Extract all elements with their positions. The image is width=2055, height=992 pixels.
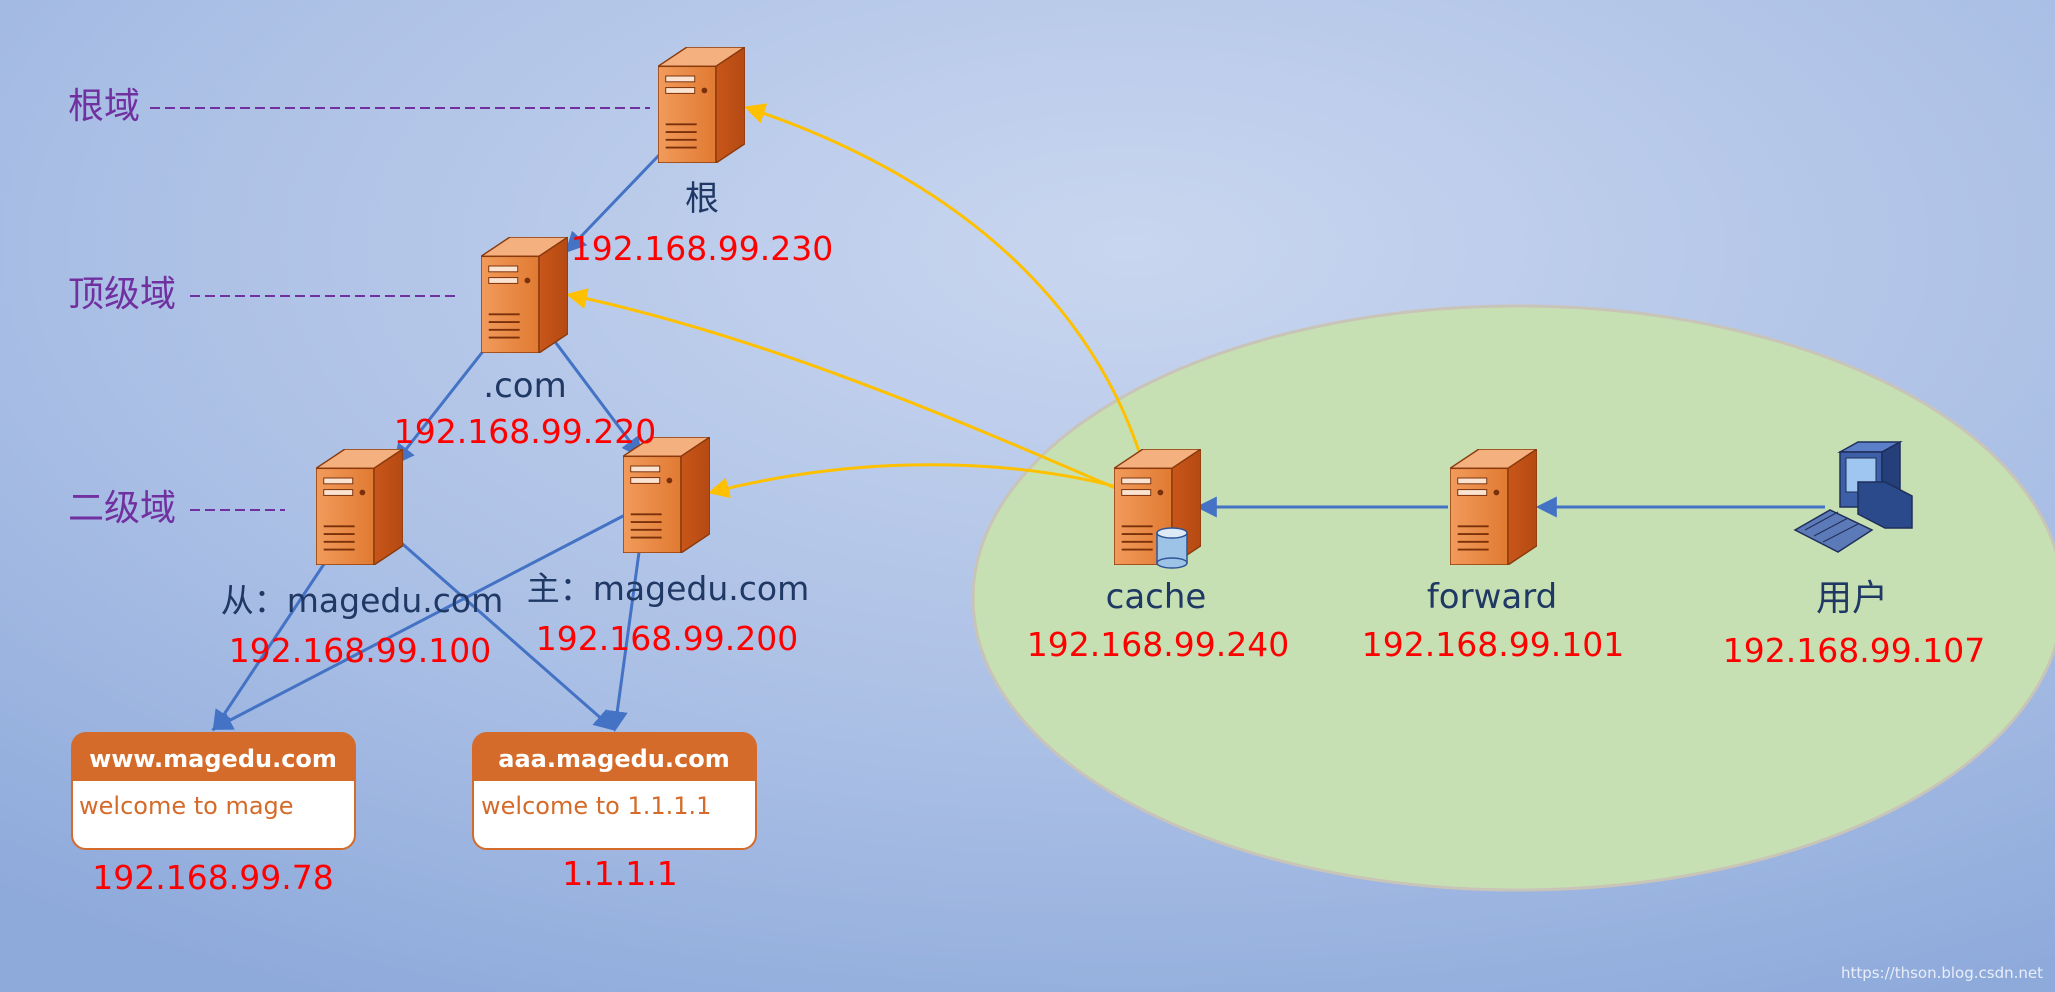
level-label-second: 二级域 [68, 488, 176, 529]
query-cache-to-com [565, 288, 1156, 507]
user-ip: 192.168.99.107 [1723, 631, 1985, 670]
arrow-slave-to-aaa [397, 538, 616, 731]
arrow-master-to-aaa [606, 544, 642, 733]
root-server-icon [658, 47, 745, 163]
master-server-name: 主：magedu.com [527, 569, 809, 608]
www-host-title: www.magedu.com [89, 745, 337, 773]
forward-server-ip: 192.168.99.101 [1362, 625, 1624, 664]
slave-server-ip: 192.168.99.100 [229, 631, 491, 670]
master-server-ip: 192.168.99.200 [536, 619, 798, 658]
www-host-content: welcome to mage [79, 792, 294, 820]
user-name: 用户 [1816, 578, 1888, 619]
com-server-ip: 192.168.99.220 [394, 412, 656, 451]
arrow-com-to-slave [393, 344, 490, 466]
query-cache-to-master [707, 463, 1156, 500]
aaa-host-ip: 1.1.1.1 [562, 854, 677, 893]
www-host-ip: 192.168.99.78 [92, 858, 333, 897]
arrow-slave-to-www [212, 554, 332, 732]
master-server-icon [623, 437, 710, 553]
com-server-name: .com [483, 366, 566, 406]
user-computer-icon [1793, 440, 1913, 553]
root-server-ip: 192.168.99.230 [571, 229, 833, 268]
query-cache-to-root [744, 103, 1157, 513]
local-network-zone [971, 304, 2055, 892]
com-server-icon [481, 237, 568, 353]
aaa-host-box: aaa.magedu.com welcome to 1.1.1.1 [472, 732, 757, 850]
cache-server-ip: 192.168.99.240 [1027, 625, 1289, 664]
slave-server-name: 从：magedu.com [221, 581, 503, 620]
cache-server-name: cache [1106, 577, 1207, 617]
root-server-name: 根 [685, 179, 719, 219]
forward-server-icon [1450, 449, 1537, 565]
aaa-host-content: welcome to 1.1.1.1 [481, 792, 711, 820]
level-label-root: 根域 [68, 86, 140, 127]
www-host-box: www.magedu.com welcome to mage [71, 732, 356, 850]
database-icon [1156, 527, 1188, 569]
slave-server-icon [316, 449, 403, 565]
forward-server-name: forward [1427, 577, 1557, 617]
aaa-host-title: aaa.magedu.com [498, 745, 729, 773]
arrow-master-to-www [211, 513, 626, 730]
level-label-tld: 顶级域 [68, 274, 176, 315]
arrow-root-to-com [565, 150, 664, 254]
watermark: https://thson.blog.csdn.net [1841, 964, 2043, 982]
arrow-com-to-master [548, 334, 643, 459]
